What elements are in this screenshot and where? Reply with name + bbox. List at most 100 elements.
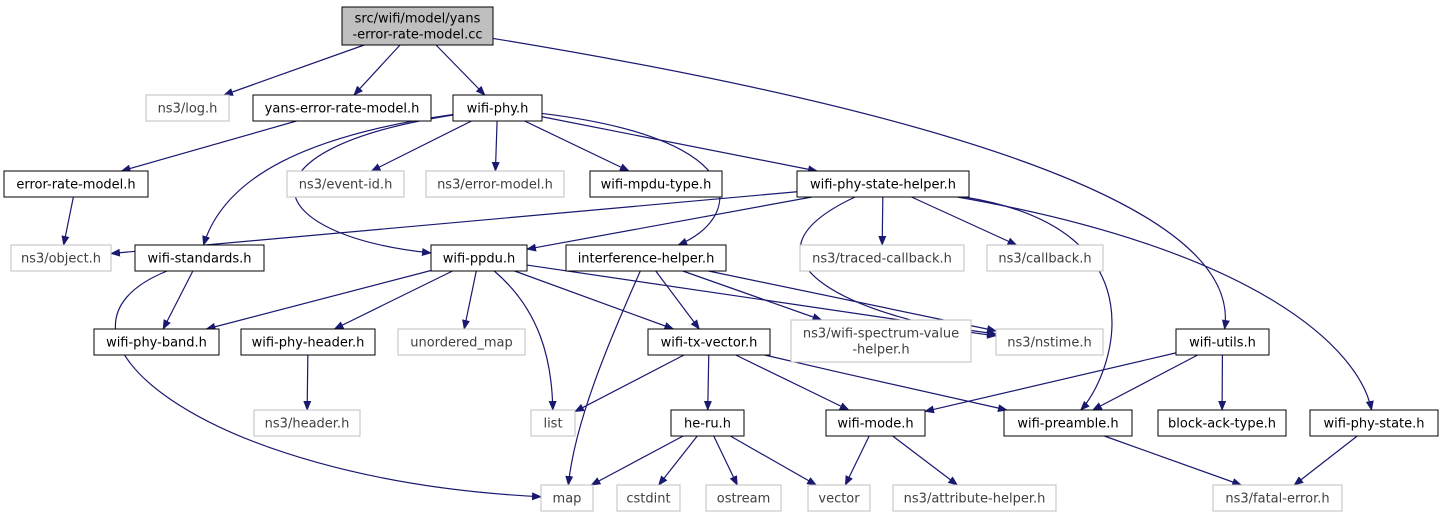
node-label: wifi-tx-vector.h [661, 336, 758, 351]
edge-ppdu-to-unordered-map [462, 270, 477, 330]
node-box [1212, 484, 1343, 512]
node-label: map [553, 492, 582, 507]
node-vector[interactable]: vector [807, 484, 871, 512]
node-yans-h[interactable]: yans-error-rate-model.h [252, 94, 432, 122]
node-he-ru[interactable]: he-ru.h [670, 409, 745, 437]
node-label: wifi-phy-header.h [252, 336, 365, 351]
edge-utils-to-preamble [1091, 354, 1198, 411]
node-box [430, 244, 528, 272]
node-block-ack[interactable]: block-ack-type.h [1157, 409, 1287, 437]
node-map[interactable]: map [540, 484, 594, 512]
node-box [3, 170, 149, 198]
edge-interference-to-spectrum [682, 270, 823, 321]
edge-standards-to-map [114, 270, 542, 501]
node-box [1309, 409, 1439, 437]
node-phy-band[interactable]: wifi-phy-band.h [93, 328, 220, 356]
node-label: ns3/attribute-helper.h [904, 492, 1046, 507]
node-box [530, 409, 576, 437]
node-label: unordered_map [410, 336, 513, 351]
node-list[interactable]: list [530, 409, 576, 437]
edge-ppdu-to-tx-vector [514, 270, 675, 330]
node-utils[interactable]: wifi-utils.h [1175, 328, 1270, 356]
node-ppdu[interactable]: wifi-ppdu.h [430, 244, 528, 272]
node-cstdint[interactable]: cstdint [616, 484, 681, 512]
node-interference[interactable]: interference-helper.h [565, 244, 727, 272]
nodes-layer: src/wifi/model/yans-error-rate-model.cc n… [3, 6, 1439, 512]
node-root[interactable]: src/wifi/model/yans-error-rate-model.cc [341, 6, 494, 46]
node-box [286, 170, 405, 198]
node-phy-header[interactable]: wifi-phy-header.h [240, 328, 376, 356]
node-label: he-ru.h [684, 417, 731, 432]
node-label: error-rate-model.h [16, 178, 135, 193]
node-label: wifi-mode.h [837, 417, 913, 432]
node-label: list [543, 417, 562, 432]
node-tx-vector[interactable]: wifi-tx-vector.h [647, 328, 771, 356]
node-box [540, 484, 594, 512]
node-unordered-map[interactable]: unordered_map [397, 328, 526, 356]
node-box [796, 170, 970, 198]
node-preamble[interactable]: wifi-preamble.h [1003, 409, 1133, 437]
node-label: wifi-phy.h [467, 102, 529, 117]
edge-wifi-phy-to-error-model [491, 120, 500, 172]
node-box [134, 244, 265, 272]
node-label: cstdint [626, 492, 670, 507]
edge-tx-vector-to-preamble [764, 354, 1008, 413]
edge-state-helper-to-preamble [964, 196, 1113, 411]
node-box [145, 94, 230, 122]
node-object[interactable]: ns3/object.h [10, 244, 112, 272]
node-error-rate[interactable]: error-rate-model.h [3, 170, 149, 198]
node-phy-state[interactable]: wifi-phy-state.h [1309, 409, 1439, 437]
node-label: block-ack-type.h [1168, 417, 1276, 432]
node-ostream[interactable]: ostream [705, 484, 782, 512]
node-label: yans-error-rate-model.h [265, 102, 420, 117]
node-error-model[interactable]: ns3/error-model.h [425, 170, 565, 198]
node-wifi-phy[interactable]: wifi-phy.h [452, 94, 543, 122]
node-spectrum[interactable]: ns3/wifi-spectrum-value-helper.h [790, 319, 972, 363]
node-box [647, 328, 771, 356]
node-traced-cb[interactable]: ns3/traced-callback.h [799, 244, 965, 272]
edge-error-rate-to-object [61, 196, 74, 246]
edge-tx-vector-to-he-ru [703, 354, 712, 411]
node-box [807, 484, 871, 512]
node-box [1003, 409, 1133, 437]
node-label: ns3/error-model.h [437, 178, 553, 193]
edge-ppdu-to-phy-band [205, 269, 432, 331]
edge-state-helper-to-object [110, 191, 798, 257]
node-box [892, 484, 1057, 512]
edge-he-ru-to-vector [729, 435, 818, 486]
node-standards[interactable]: wifi-standards.h [134, 244, 265, 272]
node-mode[interactable]: wifi-mode.h [825, 409, 926, 437]
node-box [341, 6, 494, 46]
node-box [1175, 328, 1270, 356]
node-label: wifi-phy-state.h [1323, 417, 1424, 432]
node-box [253, 409, 361, 437]
node-label: ns3/wifi-spectrum-value [803, 327, 959, 342]
node-fatal-error[interactable]: ns3/fatal-error.h [1212, 484, 1343, 512]
node-box [452, 94, 543, 122]
node-box [825, 409, 926, 437]
node-box [397, 328, 526, 356]
edge-yans-h-to-error-rate [120, 120, 297, 173]
edge-preamble-to-fatal-error [1104, 435, 1243, 486]
node-box [565, 244, 727, 272]
node-nstime[interactable]: ns3/nstime.h [995, 328, 1104, 356]
node-log[interactable]: ns3/log.h [145, 94, 230, 122]
edge-he-ru-to-ostream [713, 435, 738, 486]
edge-state-helper-to-ppdu [526, 196, 813, 252]
node-box [986, 244, 1104, 272]
node-ns3-header[interactable]: ns3/header.h [253, 409, 361, 437]
node-label: ns3/traced-callback.h [812, 252, 952, 267]
node-label: wifi-phy-band.h [106, 336, 207, 351]
node-event-id[interactable]: ns3/event-id.h [286, 170, 405, 198]
node-state-helper[interactable]: wifi-phy-state-helper.h [796, 170, 970, 198]
edge-state-helper-to-traced-cb [878, 196, 887, 246]
node-label: interference-helper.h [578, 252, 715, 267]
edge-wifi-phy-to-mpdu-type [524, 120, 630, 172]
node-label: ns3/log.h [158, 102, 218, 117]
node-callback[interactable]: ns3/callback.h [986, 244, 1104, 272]
node-box [10, 244, 112, 272]
edge-wifi-phy-to-state-helper [541, 116, 819, 174]
node-attr-helper[interactable]: ns3/attribute-helper.h [892, 484, 1057, 512]
node-label: ns3/nstime.h [1007, 336, 1091, 351]
node-mpdu-type[interactable]: wifi-mpdu-type.h [589, 170, 723, 198]
